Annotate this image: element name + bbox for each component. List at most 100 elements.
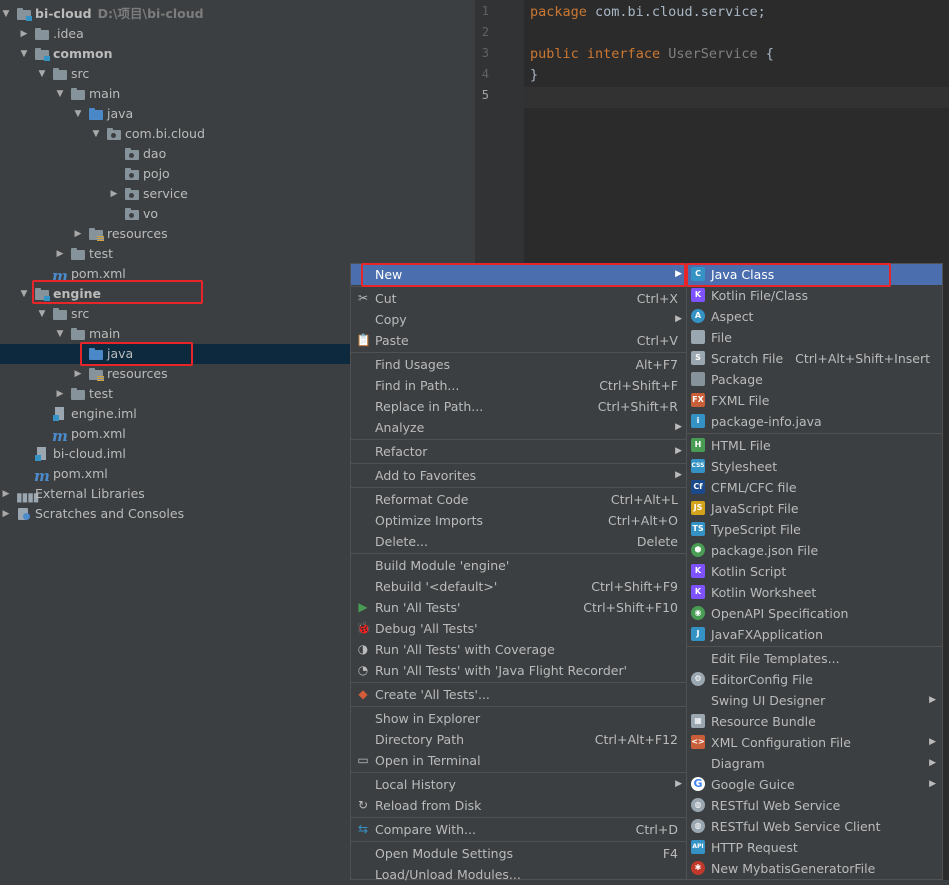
tree-node-test[interactable]: ▶test: [0, 384, 475, 404]
menu-item-run-all-tests-with-java-flight-recorder[interactable]: ◔Run 'All Tests' with 'Java Flight Recor…: [351, 660, 686, 681]
tree-node-src[interactable]: ▼src: [0, 304, 475, 324]
menu-item-replace-in-path[interactable]: Replace in Path...Ctrl+Shift+R: [351, 396, 686, 417]
collapsed-arrow-icon[interactable]: ▶: [56, 249, 64, 259]
tree-node-java[interactable]: ▼java: [0, 104, 475, 124]
menu-item-new[interactable]: New▶: [351, 264, 686, 285]
menu-item-analyze[interactable]: Analyze▶: [351, 417, 686, 438]
tree-node-bi-cloud-iml[interactable]: bi-cloud.iml: [0, 444, 475, 464]
menu-item-open-in-terminal[interactable]: ▭Open in Terminal: [351, 750, 686, 771]
tree-node-resources[interactable]: ▶resources: [0, 364, 475, 384]
tree-node-engine-iml[interactable]: engine.iml: [0, 404, 475, 424]
collapsed-arrow-icon[interactable]: ▶: [56, 389, 64, 399]
tree-node-resources[interactable]: ▶resources: [0, 224, 475, 244]
menu-item-load-unload-modules[interactable]: Load/Unload Modules...: [351, 864, 686, 885]
tree-node-com-bi-cloud[interactable]: ▼com.bi.cloud: [0, 124, 475, 144]
menu-item-local-history[interactable]: Local History▶: [351, 774, 686, 795]
menu-item-copy[interactable]: Copy▶: [351, 309, 686, 330]
code-line[interactable]: }: [530, 67, 538, 83]
collapsed-arrow-icon[interactable]: ▶: [74, 369, 82, 379]
menu-item-create-all-tests[interactable]: ◆Create 'All Tests'...: [351, 684, 686, 705]
submenu-item-swing-ui-designer[interactable]: Swing UI Designer▶: [687, 690, 942, 711]
tree-node-main[interactable]: ▼main: [0, 324, 475, 344]
submenu-item-editorconfig-file[interactable]: ⚙EditorConfig File: [687, 669, 942, 690]
submenu-item-package[interactable]: Package: [687, 369, 942, 390]
collapsed-arrow-icon[interactable]: ▶: [110, 189, 118, 199]
submenu-item-resource-bundle[interactable]: ▦Resource Bundle: [687, 711, 942, 732]
menu-item-run-all-tests-with-coverage[interactable]: ◑Run 'All Tests' with Coverage: [351, 639, 686, 660]
menu-item-rebuild-default[interactable]: Rebuild '<default>'Ctrl+Shift+F9: [351, 576, 686, 597]
submenu-item-diagram[interactable]: Diagram▶: [687, 753, 942, 774]
expanded-arrow-icon[interactable]: ▼: [2, 9, 10, 19]
menu-item-refactor[interactable]: Refactor▶: [351, 441, 686, 462]
collapsed-arrow-icon[interactable]: ▶: [2, 509, 10, 519]
menu-item-debug-all-tests[interactable]: 🐞Debug 'All Tests': [351, 618, 686, 639]
tree-node-vo[interactable]: vo: [0, 204, 475, 224]
menu-item-add-to-favorites[interactable]: Add to Favorites▶: [351, 465, 686, 486]
menu-item-compare-with[interactable]: ⇆Compare With...Ctrl+D: [351, 819, 686, 840]
menu-item-show-in-explorer[interactable]: Show in Explorer: [351, 708, 686, 729]
tree-node-dao[interactable]: dao: [0, 144, 475, 164]
submenu-item-package-json-file[interactable]: ⬢package.json File: [687, 540, 942, 561]
menu-item-build-module-engine[interactable]: Build Module 'engine': [351, 555, 686, 576]
tree-node-scratches-and-consoles[interactable]: ▶Scratches and Consoles: [0, 504, 475, 524]
collapsed-arrow-icon[interactable]: ▶: [20, 29, 28, 39]
submenu-item-restful-web-service[interactable]: ◍RESTful Web Service: [687, 795, 942, 816]
tree-node-idea[interactable]: ▶.idea: [0, 24, 475, 44]
submenu-item-new-mybatisgeneratorfile[interactable]: ✱New MybatisGeneratorFile: [687, 858, 942, 879]
expanded-arrow-icon[interactable]: ▼: [74, 109, 82, 119]
tree-node-test[interactable]: ▶test: [0, 244, 475, 264]
expanded-arrow-icon[interactable]: ▼: [38, 309, 46, 319]
submenu-item-file[interactable]: File: [687, 327, 942, 348]
expanded-arrow-icon[interactable]: ▼: [20, 289, 28, 299]
menu-item-run-all-tests[interactable]: ▶Run 'All Tests'Ctrl+Shift+F10: [351, 597, 686, 618]
submenu-item-restful-web-service-client[interactable]: ◍RESTful Web Service Client: [687, 816, 942, 837]
expanded-arrow-icon[interactable]: ▼: [38, 69, 46, 79]
menu-item-find-in-path[interactable]: Find in Path...Ctrl+Shift+F: [351, 375, 686, 396]
tree-node-main[interactable]: ▼main: [0, 84, 475, 104]
tree-node-pojo[interactable]: pojo: [0, 164, 475, 184]
collapsed-arrow-icon[interactable]: ▶: [2, 489, 10, 499]
tree-node-external-libraries[interactable]: ▶▮▮▮▮External Libraries: [0, 484, 475, 504]
menu-item-delete[interactable]: Delete...Delete: [351, 531, 686, 552]
menu-item-reload-from-disk[interactable]: ↻Reload from Disk: [351, 795, 686, 816]
submenu-item-xml-configuration-file[interactable]: <>XML Configuration File▶: [687, 732, 942, 753]
code-line[interactable]: package com.bi.cloud.service;: [530, 4, 766, 20]
tree-node-engine[interactable]: ▼engine: [0, 284, 475, 304]
tree-node-src[interactable]: ▼src: [0, 64, 475, 84]
submenu-item-edit-file-templates[interactable]: Edit File Templates...: [687, 648, 942, 669]
expanded-arrow-icon[interactable]: ▼: [20, 49, 28, 59]
collapsed-arrow-icon[interactable]: ▶: [74, 229, 82, 239]
expanded-arrow-icon[interactable]: ▼: [56, 89, 64, 99]
code-line[interactable]: public interface UserService {: [530, 46, 774, 62]
expanded-arrow-icon[interactable]: ▼: [92, 129, 100, 139]
submenu-item-openapi-specification[interactable]: ◉OpenAPI Specification: [687, 603, 942, 624]
tree-node-service[interactable]: ▶service: [0, 184, 475, 204]
